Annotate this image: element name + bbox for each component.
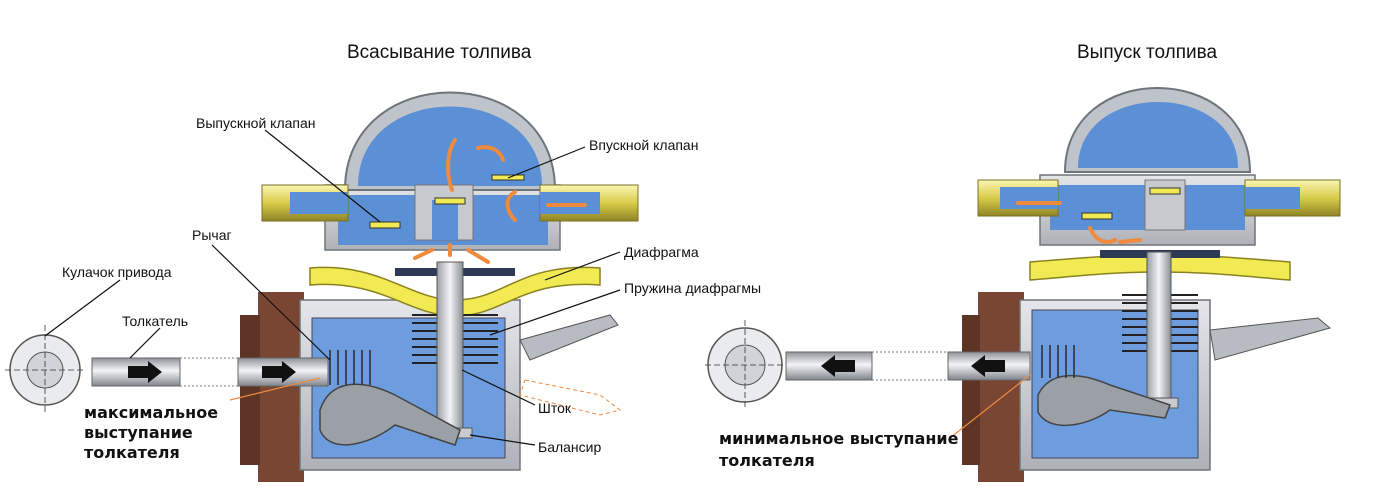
label-balancer: Балансир xyxy=(538,439,601,455)
label-cam: Кулачок привода xyxy=(62,264,172,280)
title-suction: Всасывание толпива xyxy=(347,42,532,63)
label-diaphragm: Диафрагма xyxy=(624,244,699,260)
title-discharge: Выпуск толпива xyxy=(1077,42,1218,63)
right-pump xyxy=(705,87,1341,482)
label-pusher: Толкатель xyxy=(122,313,188,329)
left-pusher-arrow-1 xyxy=(128,361,162,383)
left-pusher-arrow-2 xyxy=(262,361,296,383)
right-pusher-arrow-2 xyxy=(971,355,1005,377)
caption-max-line2: выступание xyxy=(84,423,193,442)
label-lever: Рычаг xyxy=(192,227,232,243)
caption-max-line1: максимальное xyxy=(84,403,218,422)
left-rod xyxy=(436,261,464,433)
left-flow-arrows xyxy=(413,138,587,264)
right-mount-flange xyxy=(978,292,1024,482)
left-inlet-valve xyxy=(434,197,466,205)
right-inlet-valve xyxy=(1149,187,1181,195)
right-flow-arrows xyxy=(1016,201,1142,244)
caption-max-line3: толкателя xyxy=(84,443,180,462)
left-diaphragm xyxy=(309,266,601,317)
caption-min-line1: минимальное выступание xyxy=(719,429,959,448)
left-outlet-valve xyxy=(369,221,401,229)
right-pusher-arrow-1 xyxy=(821,355,855,377)
leader-lines xyxy=(44,129,1031,446)
label-rod: Шток xyxy=(538,400,572,416)
left-pump xyxy=(5,91,639,482)
label-outlet-valve: Выпускной клапан xyxy=(196,115,316,131)
label-diaphragm-spring: Пружина диафрагмы xyxy=(624,280,761,296)
right-outlet-valve xyxy=(1081,212,1113,220)
left-lever xyxy=(319,383,461,446)
right-rod xyxy=(1146,251,1172,405)
label-inlet-valve: Впускной клапан xyxy=(589,137,698,153)
caption-min-line2: толкателя xyxy=(719,451,815,470)
